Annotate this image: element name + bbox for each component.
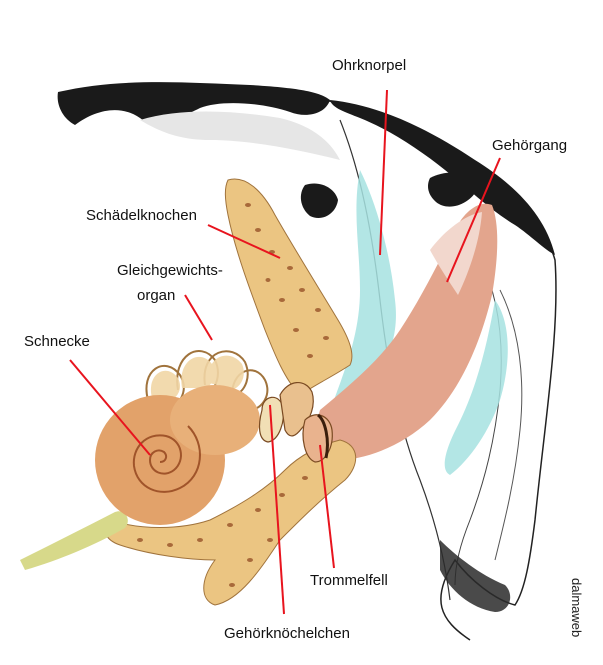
label-gleichgewichtsorgan-2: organ [137, 287, 175, 304]
cochlea [95, 385, 260, 525]
label-gleichgewichtsorgan-1: Gleichgewichts- [117, 262, 223, 279]
label-trommelfell: Trommelfell [310, 572, 388, 589]
label-gehoergang: Gehörgang [492, 137, 567, 154]
skin-shading [140, 112, 340, 161]
watermark: dalmaweb [569, 578, 584, 637]
label-gehoerknoechelchen: Gehörknöchelchen [224, 625, 350, 642]
vestibule [170, 385, 260, 455]
label-ohrknorpel: Ohrknorpel [332, 57, 406, 74]
lobe-shading [440, 540, 510, 612]
leader-gleichgewichtsorgan [185, 295, 212, 340]
dark-patch-left [301, 183, 338, 218]
label-schnecke: Schnecke [24, 333, 90, 350]
label-schaedelknochen: Schädelknochen [86, 207, 197, 224]
